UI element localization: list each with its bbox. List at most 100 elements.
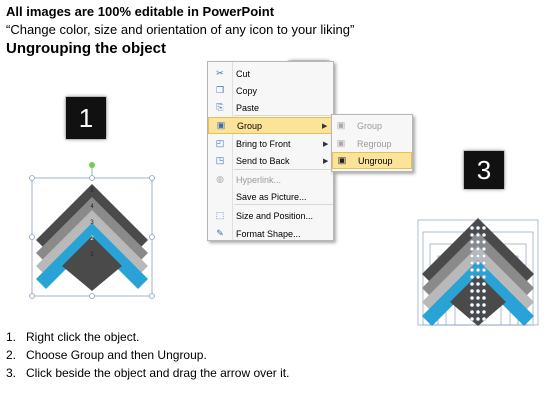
selection-handle[interactable] bbox=[475, 274, 481, 280]
layer-label: 1 bbox=[90, 252, 94, 258]
selection-handle[interactable] bbox=[469, 239, 475, 245]
diagram-layer-1 bbox=[62, 236, 122, 291]
ungrouped-layer-4[interactable] bbox=[422, 232, 534, 298]
menu-item-label: Size and Position... bbox=[236, 210, 314, 221]
selection-handle[interactable] bbox=[481, 288, 487, 294]
menu-item-label: Cut bbox=[236, 68, 251, 79]
selection-handle[interactable] bbox=[481, 246, 487, 252]
menu-item-hyperlink[interactable]: ◍ Hyperlink... bbox=[208, 171, 333, 188]
step-number: 3. bbox=[6, 366, 17, 380]
selection-handle[interactable] bbox=[481, 253, 487, 259]
submenu-item-label: Regroup bbox=[357, 138, 392, 149]
rotate-handle[interactable] bbox=[89, 162, 95, 168]
selection-handle[interactable] bbox=[469, 281, 475, 287]
ungrouped-layer-2[interactable] bbox=[422, 260, 534, 326]
menu-item-send-to-back[interactable]: ◳Send to Back▶ bbox=[208, 152, 333, 169]
selection-handle[interactable] bbox=[481, 239, 487, 245]
submenu-item-regroup[interactable]: ▣ Regroup bbox=[332, 135, 412, 152]
step-text: Right click the object. bbox=[26, 330, 140, 344]
layer-label: 5 bbox=[90, 188, 94, 194]
step-text: Choose Group and then Ungroup. bbox=[26, 348, 207, 362]
selection-handle[interactable] bbox=[481, 302, 487, 308]
selection-handle[interactable] bbox=[481, 232, 487, 238]
ungrouped-layer-3[interactable] bbox=[422, 246, 534, 312]
regroup-icon: ▣ bbox=[336, 138, 346, 148]
selection-handle[interactable] bbox=[475, 288, 481, 294]
bring-to-front-icon: ◰ bbox=[215, 138, 225, 148]
diagram-layer-2 bbox=[36, 223, 148, 289]
step-text: Click beside the object and drag the arr… bbox=[26, 366, 290, 380]
selection-handle[interactable] bbox=[475, 253, 481, 259]
selection-handle[interactable] bbox=[481, 295, 487, 301]
selection-handle[interactable] bbox=[469, 253, 475, 259]
group-icon: ▣ bbox=[216, 120, 226, 130]
selection-handle[interactable] bbox=[481, 274, 487, 280]
layer-label: 2 bbox=[90, 236, 94, 242]
ungrouped-layer-1[interactable] bbox=[450, 274, 506, 326]
selection-handle[interactable] bbox=[481, 316, 487, 322]
selection-handle[interactable] bbox=[481, 309, 487, 315]
selection-handle[interactable] bbox=[481, 260, 487, 266]
selection-handle[interactable] bbox=[469, 225, 475, 231]
instruction-step: 1.Right click the object. bbox=[6, 330, 139, 344]
submenu-item-group[interactable]: ▣Group bbox=[332, 117, 412, 134]
diagram-layer-4 bbox=[36, 197, 148, 263]
selection-handle[interactable] bbox=[469, 274, 475, 280]
selection-handle[interactable] bbox=[475, 302, 481, 308]
instruction-step: 3. Click beside the object and drag the a… bbox=[6, 366, 289, 380]
selection-handle[interactable] bbox=[475, 232, 481, 238]
menu-item-label: Group bbox=[237, 120, 263, 131]
menu-item-label: Hyperlink... bbox=[236, 174, 282, 185]
selection-handle[interactable] bbox=[469, 316, 475, 322]
selection-handle[interactable] bbox=[469, 295, 475, 301]
selection-handle[interactable] bbox=[475, 295, 481, 301]
selection-handle[interactable] bbox=[469, 288, 475, 294]
selection-handle[interactable] bbox=[475, 309, 481, 315]
submenu-arrow-icon: ▶ bbox=[322, 122, 328, 130]
menu-item-save-as-picture[interactable]: Save as Picture... bbox=[208, 188, 333, 205]
hyperlink-icon: ◍ bbox=[216, 174, 224, 184]
selection-handle[interactable] bbox=[475, 281, 481, 287]
selection-handle[interactable] bbox=[469, 260, 475, 266]
step-number: 2. bbox=[6, 348, 17, 362]
selection-handle[interactable] bbox=[469, 232, 475, 238]
layer-label: 3 bbox=[90, 220, 94, 226]
selection-handle[interactable] bbox=[475, 246, 481, 252]
ungrouped-layer-5[interactable] bbox=[422, 218, 534, 284]
selection-handle[interactable] bbox=[481, 281, 487, 287]
menu-item-bring-to-front[interactable]: ◰Bring to Front▶ bbox=[208, 135, 333, 152]
menu-item-group[interactable]: ▣ Group ▶ bbox=[208, 117, 333, 134]
selection-handle[interactable] bbox=[475, 225, 481, 231]
layer-label: 4 bbox=[90, 204, 94, 210]
step-3-box: 3 bbox=[464, 151, 504, 189]
menu-item-cut[interactable]: ✂Cut bbox=[208, 65, 333, 82]
ungroup-icon: ▣ bbox=[337, 155, 347, 165]
selection-handle[interactable] bbox=[469, 302, 475, 308]
submenu-item-ungroup[interactable]: ▣Ungroup bbox=[332, 152, 412, 169]
selection-handle[interactable] bbox=[481, 225, 487, 231]
selection-handle[interactable] bbox=[475, 267, 481, 273]
submenu-arrow-icon: ▶ bbox=[323, 157, 329, 165]
menu-item-paste[interactable]: ⎘Paste bbox=[208, 99, 333, 116]
diagram-layer-3 bbox=[36, 210, 148, 276]
selection-handle[interactable] bbox=[469, 267, 475, 273]
menu-item-size-and-position[interactable]: ⬚Size and Position... bbox=[208, 207, 333, 224]
menu-item-copy[interactable]: ❐Copy bbox=[208, 82, 333, 99]
selection-handle[interactable] bbox=[475, 239, 481, 245]
submenu-item-label: Group bbox=[357, 120, 383, 131]
context-menu[interactable]: ✂Cut❐Copy⎘Paste▣Group▶◰Bring to Front▶◳S… bbox=[207, 61, 334, 241]
selection-handle[interactable] bbox=[475, 260, 481, 266]
selection-handle[interactable] bbox=[481, 267, 487, 273]
submenu-arrow-icon: ▶ bbox=[323, 140, 329, 148]
selection-handle[interactable] bbox=[469, 309, 475, 315]
selection-handle[interactable] bbox=[469, 246, 475, 252]
group-submenu[interactable]: ▣Group▣Regroup▣Ungroup bbox=[331, 114, 413, 172]
menu-item-format-shape[interactable]: ✎ Format Shape... bbox=[208, 225, 333, 242]
format-shape-icon: ✎ bbox=[216, 228, 224, 238]
menu-item-label: Save as Picture... bbox=[236, 191, 307, 202]
selection-handle[interactable] bbox=[475, 316, 481, 322]
selection-box bbox=[429, 243, 527, 326]
send-to-back-icon: ◳ bbox=[215, 155, 225, 165]
menu-item-label: Paste bbox=[236, 102, 260, 113]
menu-item-label: Format Shape... bbox=[236, 228, 301, 239]
